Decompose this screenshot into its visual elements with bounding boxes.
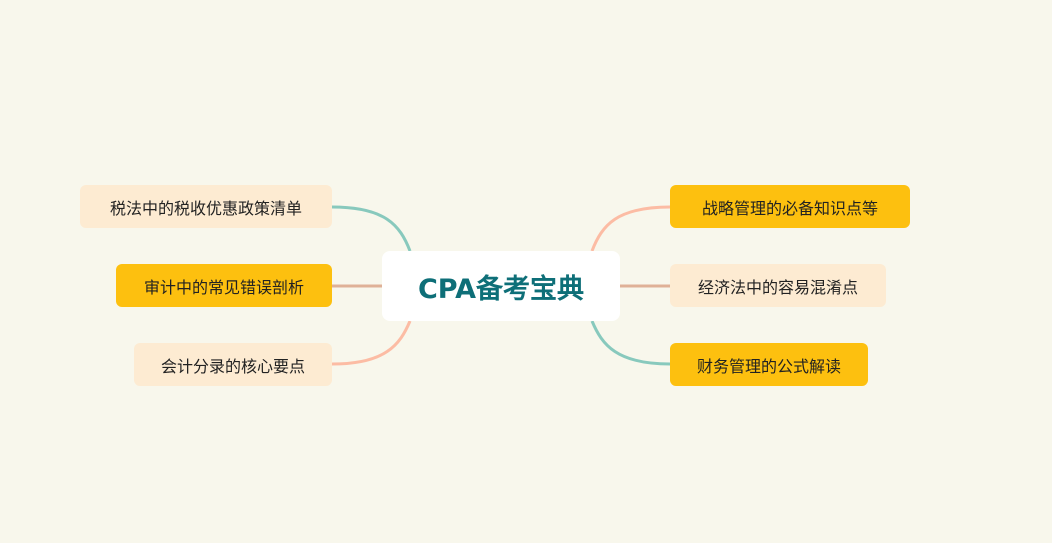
- root-node[interactable]: CPA备考宝典: [382, 251, 620, 321]
- topic-node[interactable]: 财务管理的公式解读: [670, 343, 868, 386]
- link-left-3: [331, 320, 412, 366]
- topic-node[interactable]: 经济法中的容易混淆点: [670, 264, 886, 307]
- topic-label: 财务管理的公式解读: [696, 356, 841, 376]
- topic-node[interactable]: 审计中的常见错误剖析: [116, 264, 332, 307]
- topic-label: 战略管理的必备知识点等: [701, 198, 878, 218]
- topic-label: 审计中的常见错误剖析: [143, 277, 304, 297]
- link-right-3: [590, 320, 671, 366]
- root-label: CPA备考宝典: [417, 273, 585, 305]
- topic-label: 税法中的税收优惠政策清单: [109, 198, 302, 218]
- topic-node[interactable]: 税法中的税收优惠政策清单: [80, 185, 332, 228]
- link-left-1: [331, 205, 412, 252]
- topic-node[interactable]: 战略管理的必备知识点等: [670, 185, 910, 228]
- link-right-1: [590, 205, 671, 252]
- topic-label: 会计分录的核心要点: [160, 356, 305, 376]
- topic-label: 经济法中的容易混淆点: [697, 277, 858, 297]
- topic-node[interactable]: 会计分录的核心要点: [134, 343, 332, 386]
